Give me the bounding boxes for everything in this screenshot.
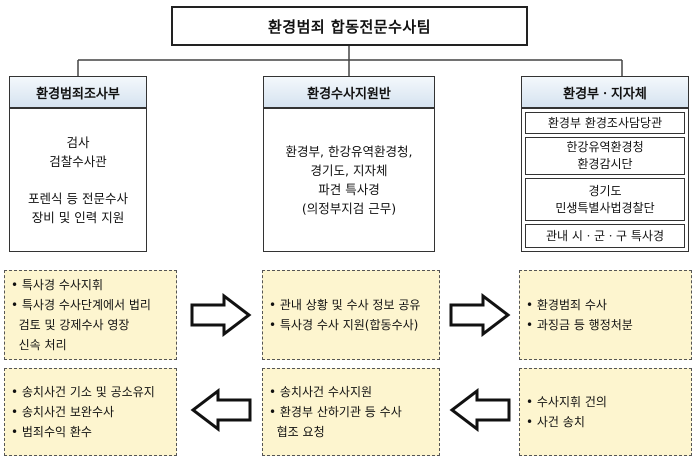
role-box-right-bottom: • 수사지휘 건의 • 사건 송치 xyxy=(519,368,692,456)
role-box-center-bottom: • 송치사건 수사지원 • 환경부 산하기관 등 수사 협조 요청 xyxy=(262,368,440,456)
left-unit-line: 검찰수사관 xyxy=(49,154,107,169)
role-item: • 송치사건 보완수사 xyxy=(11,405,115,419)
arrow-right-icon xyxy=(449,293,511,337)
role-item: • 환경부 산하기관 등 수사 xyxy=(269,405,402,419)
left-unit-line: 포렌식 등 전문수사 xyxy=(28,191,128,206)
role-item: • 특사경 수사지휘 xyxy=(11,278,103,292)
role-box-center-top: • 관내 상황 및 수사 정보 공유 • 특사경 수사 지원(합동수사) xyxy=(262,270,440,360)
arrow-right-icon xyxy=(190,293,252,337)
role-item: • 특사경 수사단계에서 법리 xyxy=(11,298,151,312)
role-item: • 수사지휘 건의 xyxy=(526,395,607,409)
left-unit-header: 환경범죄조사부 xyxy=(9,76,147,108)
right-unit-header: 환경부ㆍ지자체 xyxy=(521,76,689,108)
right-sub-line: 환경부 환경조사담당관 xyxy=(547,115,663,130)
center-unit-line: 경기도, 지자체 xyxy=(310,163,388,178)
right-sub-line: 경기도 xyxy=(588,183,622,198)
role-item: • 과징금 등 행정처분 xyxy=(526,318,633,332)
role-item: • 사건 송치 xyxy=(526,415,585,429)
role-item: 협조 요청 xyxy=(269,425,325,439)
role-item: 검토 및 강제수사 영장 xyxy=(11,318,130,332)
center-unit-line: (의정부지검 근무) xyxy=(301,201,397,216)
role-box-left-bottom: • 송치사건 기소 및 공소유지 • 송치사건 보완수사 • 범죄수익 환수 xyxy=(4,368,177,456)
arrow-left-icon xyxy=(190,388,252,432)
role-item: • 송치사건 수사지원 xyxy=(269,385,373,399)
center-unit-line: 환경부, 한강유역환경청, xyxy=(285,144,413,159)
role-item: • 관내 상황 및 수사 정보 공유 xyxy=(269,298,421,312)
role-item: • 범죄수익 환수 xyxy=(11,425,92,439)
right-sub-line: 환경감시단 xyxy=(577,157,633,171)
center-unit-header: 환경수사지원반 xyxy=(263,76,435,108)
role-item: 신속 처리 xyxy=(11,338,67,352)
role-item: • 송치사건 기소 및 공소유지 xyxy=(11,385,155,399)
center-unit-body: 환경부, 한강유역환경청, 경기도, 지자체 파견 특사경 (의정부지검 근무) xyxy=(263,108,435,252)
role-box-right-top: • 환경범죄 수사 • 과징금 등 행정처분 xyxy=(519,270,692,360)
right-sub-box: 한강유역환경청 환경감시단 xyxy=(525,137,685,175)
right-sub-box: 관내 시ㆍ군ㆍ구 특사경 xyxy=(525,224,685,248)
right-sub-box: 환경부 환경조사담당관 xyxy=(525,112,685,134)
team-title: 환경범죄 합동전문수사팀 xyxy=(171,6,528,46)
arrow-left-icon xyxy=(449,388,511,432)
role-item: • 환경범죄 수사 xyxy=(526,298,607,312)
right-sub-line: 민생특별사법경찰단 xyxy=(555,200,655,215)
right-sub-box: 경기도 민생특별사법경찰단 xyxy=(525,178,685,221)
left-unit-body: 검사 검찰수사관 포렌식 등 전문수사 장비 및 인력 지원 xyxy=(9,108,147,252)
right-sub-line: 관내 시ㆍ군ㆍ구 특사경 xyxy=(545,228,665,243)
center-unit-line: 파견 특사경 xyxy=(318,182,380,197)
right-sub-line: 한강유역환경청 xyxy=(566,140,644,154)
left-unit-line: 검사 xyxy=(66,135,90,150)
role-box-left-top: • 특사경 수사지휘 • 특사경 수사단계에서 법리 검토 및 강제수사 영장 … xyxy=(4,270,177,360)
role-item: • 특사경 수사 지원(합동수사) xyxy=(269,318,419,332)
left-unit-line: 장비 및 인력 지원 xyxy=(31,210,125,225)
